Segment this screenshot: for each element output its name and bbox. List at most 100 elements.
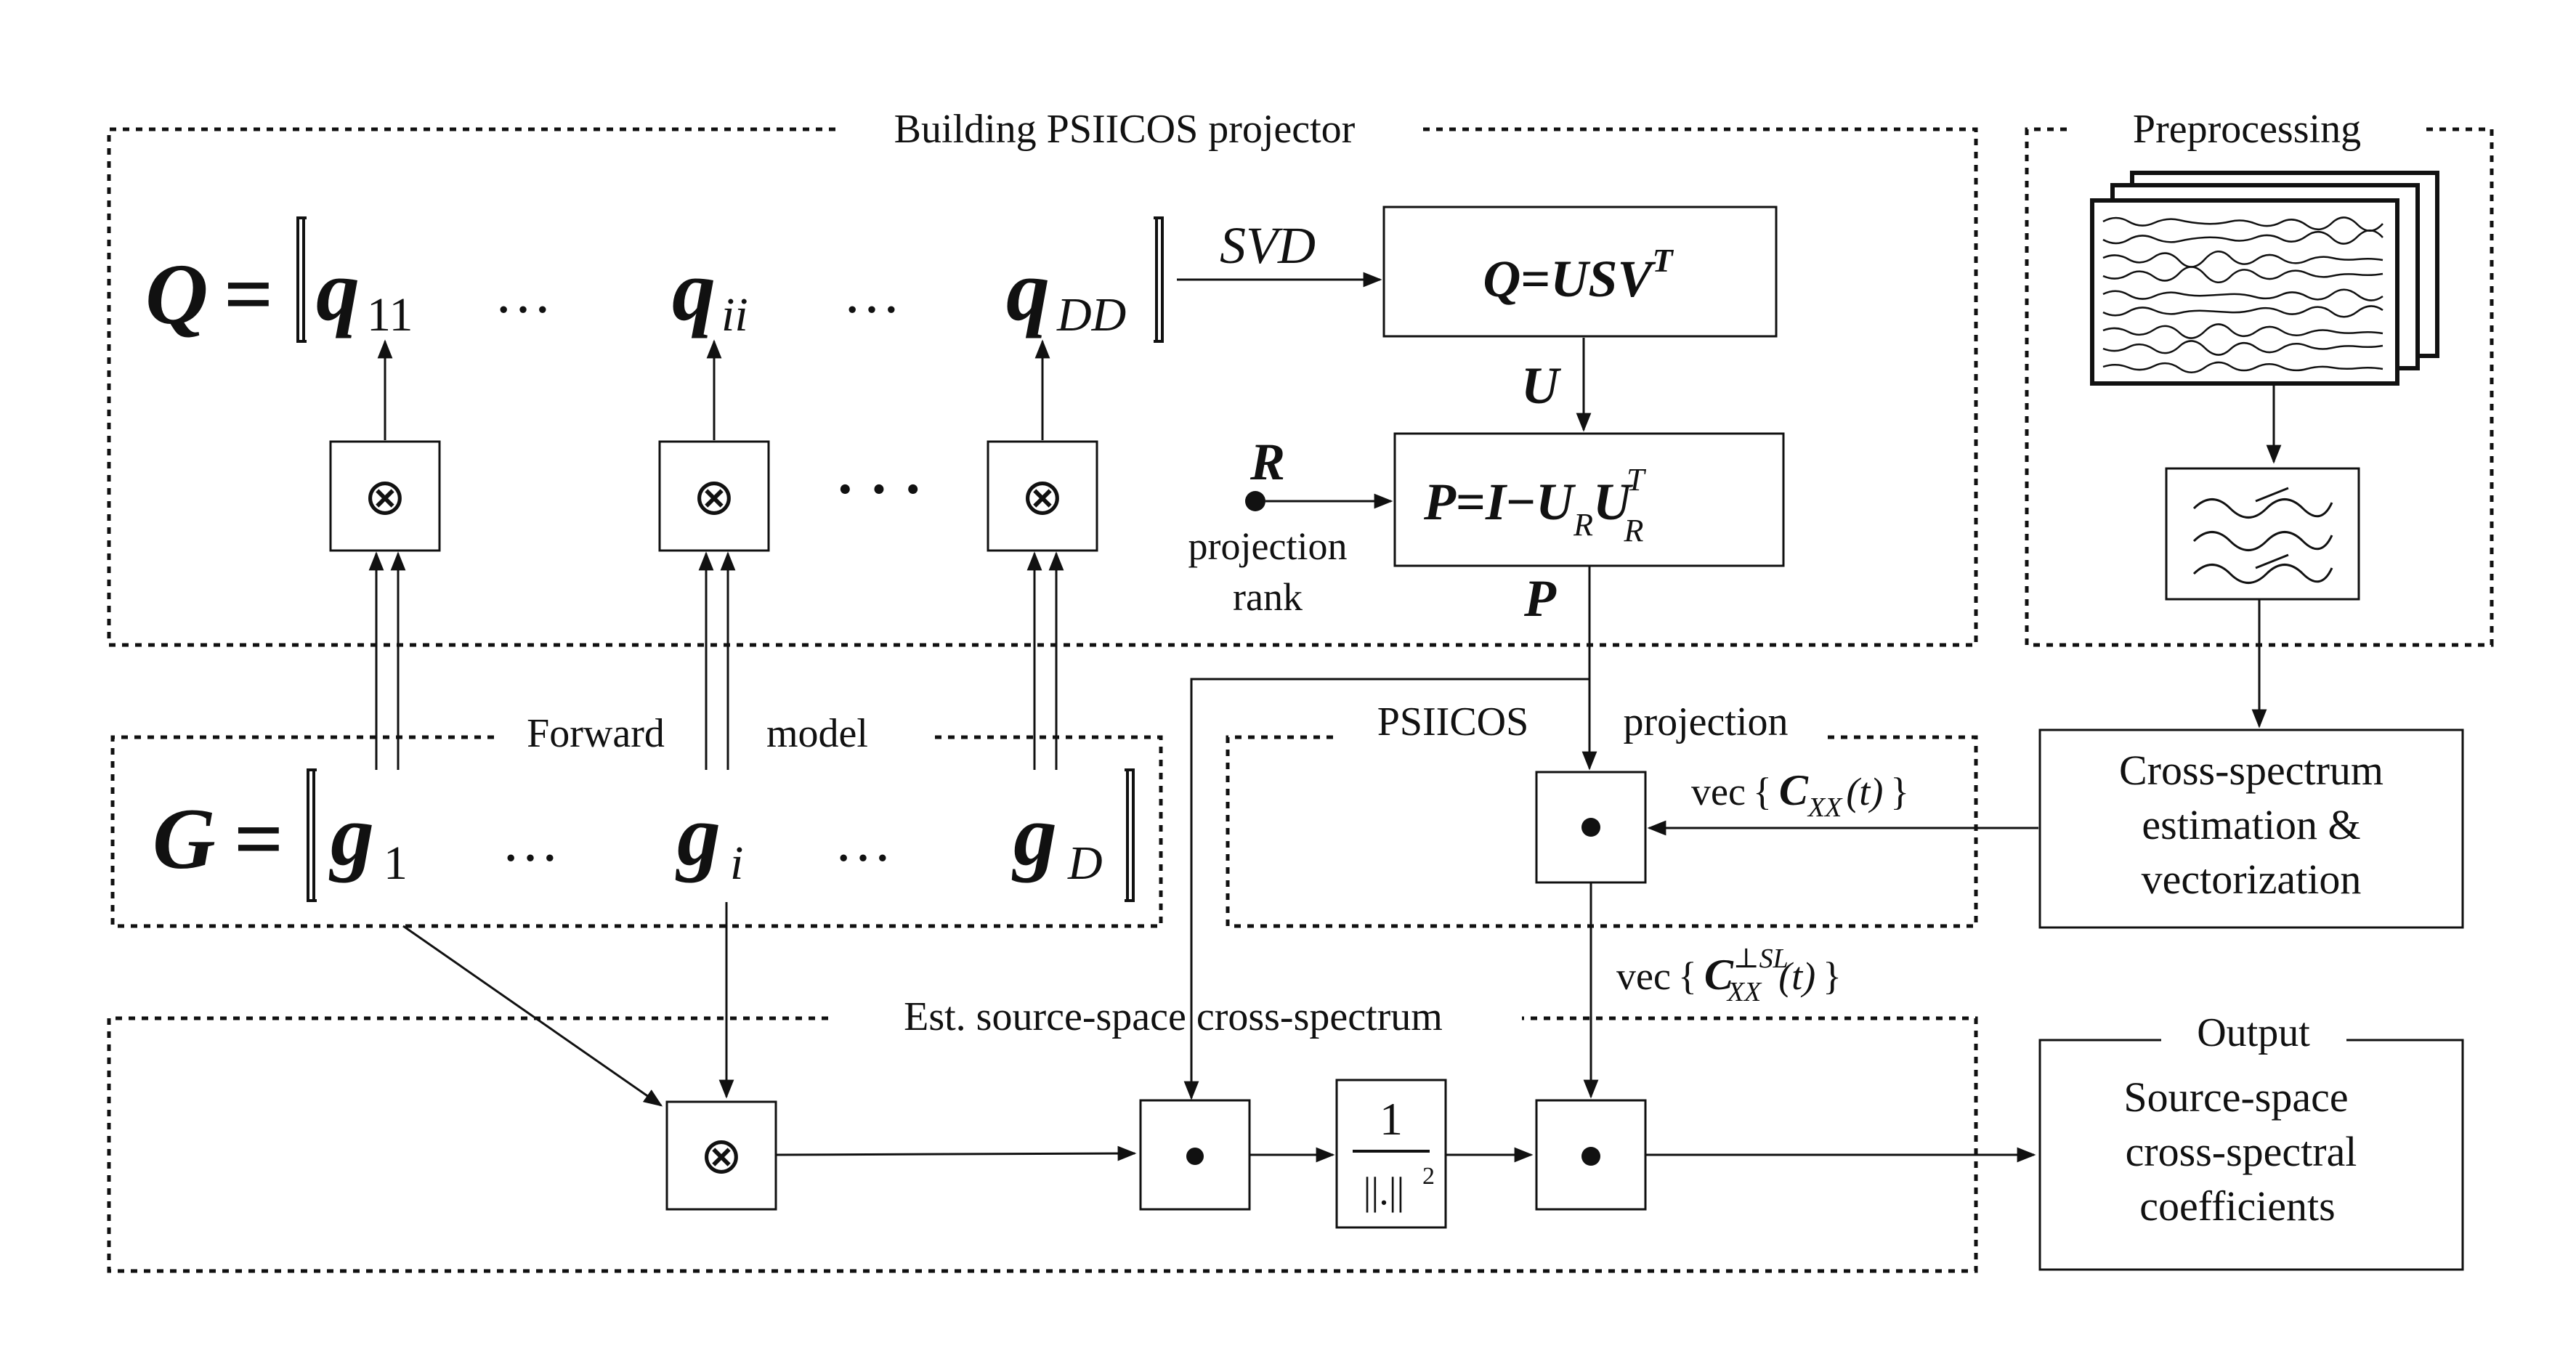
g-matrix-equation: G = g 1 … g i … g D (153, 768, 1135, 902)
rank-label-line1: projection (1188, 524, 1348, 568)
norm-numerator: 1 (1380, 1093, 1403, 1145)
q-dots-1: … (494, 261, 552, 325)
g-right-bracket (1125, 768, 1135, 902)
dot-product-icon (1581, 818, 1600, 837)
g-element-1: g (328, 787, 374, 883)
cross-spectrum-line1: Cross-spectrum (2119, 747, 2383, 794)
arrow-g1-to-source-kron (402, 925, 663, 1107)
dot-product-icon (1186, 1148, 1204, 1165)
vec-cxx-c: C (1779, 766, 1809, 814)
q-right-bracket (1154, 216, 1164, 343)
kron-box-i: ⊗ (658, 440, 770, 552)
kron-middle-dots: · · · (835, 458, 923, 521)
section-est-source-frame (107, 1016, 1978, 1273)
vec-cxx-arg: (t) (1846, 770, 1883, 813)
g-dots-1: … (501, 810, 559, 874)
section-building-frame (107, 127, 1978, 647)
g-dots-2: … (834, 810, 892, 874)
g-element-d-sub: D (1067, 837, 1103, 890)
g-equals: = (234, 790, 283, 887)
normalization-box: 1 ||.|| 2 (1335, 1079, 1447, 1229)
p-i: I (1485, 473, 1508, 531)
cross-spectrum-line3: vectorization (2142, 856, 2362, 903)
kron-box-d: ⊗ (987, 440, 1098, 552)
p-u1: U (1536, 473, 1576, 531)
q-element-11: q (316, 242, 360, 338)
svd-t: T (1652, 242, 1674, 279)
section-title-building: Building PSIICOS projector (894, 107, 1356, 152)
p-r2: R (1623, 513, 1643, 548)
source-kron-box: ⊗ (665, 1100, 777, 1211)
vec-cxx-lbrace: { (1753, 770, 1772, 813)
vec-cxx-label: vec{CXX(t)} (1691, 766, 1909, 823)
section-title-preprocessing: Preprocessing (2133, 107, 2361, 152)
p-r1: R (1573, 507, 1593, 543)
rank-r-label: R (1249, 433, 1285, 491)
svd-label: SVD (1220, 216, 1316, 275)
double-arrow-gd-to-kron (1026, 551, 1064, 770)
q-dots-2: … (843, 261, 901, 325)
vec-cperp-lbrace: { (1678, 954, 1697, 998)
p-p: P (1423, 473, 1457, 531)
arrow-kron-to-source-dot (775, 1145, 1137, 1161)
output-box: Output Source-space cross-spectral coeff… (2038, 1010, 2464, 1271)
section-title-projection: projection (1623, 699, 1788, 744)
g-left-bracket (307, 768, 317, 902)
output-title: Output (2197, 1010, 2310, 1055)
q-element-ii: q (672, 242, 716, 338)
p-t: T (1627, 462, 1647, 498)
norm-power: 2 (1422, 1163, 1435, 1190)
q-equals: = (224, 245, 273, 342)
svd-eq: = (1520, 250, 1550, 308)
p-label: P (1523, 569, 1557, 628)
g-symbol: G (153, 790, 216, 887)
otimes-icon: ⊗ (693, 467, 736, 527)
q-element-dd-sub: DD (1056, 288, 1126, 341)
section-title-psiicos: PSIICOS (1377, 699, 1529, 744)
kron-box-1: ⊗ (329, 440, 441, 552)
svd-usv: USV (1550, 250, 1656, 308)
q-symbol: Q (145, 245, 208, 342)
p-minus: − (1506, 473, 1536, 531)
q-element-11-sub: 11 (367, 288, 413, 341)
q-element-ii-sub: ii (721, 288, 748, 341)
svg-text:Q=USVT: Q=USVT (1483, 242, 1674, 308)
q-left-bracket (296, 216, 307, 343)
source-dot-box (1139, 1099, 1251, 1211)
g-element-i: g (675, 787, 721, 883)
final-dot-box (1535, 1099, 1647, 1211)
g-element-d: g (1011, 787, 1057, 883)
p-u2: U (1593, 473, 1634, 531)
output-line3: coefficients (2139, 1182, 2335, 1230)
section-title-forward: Forward (527, 711, 665, 756)
section-title-model: model (766, 711, 868, 756)
projection-dot-box (1535, 771, 1647, 884)
output-line1: Source-space (2123, 1073, 2348, 1121)
section-forward-frame (110, 735, 1163, 928)
q-matrix-equation: Q = q 11 … q ii … q DD (145, 216, 1164, 343)
section-title-est-source: Est. source-space cross-spectrum (904, 994, 1443, 1039)
double-arrow-gi-to-kron (698, 551, 736, 770)
norm-denominator: ||.|| (1364, 1169, 1405, 1213)
u-label: U (1521, 357, 1562, 415)
rank-label-line2: rank (1233, 575, 1303, 619)
output-line2: cross-spectral (2126, 1128, 2357, 1175)
vec-cperp-sub: XX (1726, 977, 1762, 1007)
vec-cxx-vec: vec (1691, 770, 1746, 813)
vec-cperp-rbrace: } (1823, 954, 1842, 998)
svd-q: Q (1483, 250, 1520, 308)
vec-cxx-sub: XX (1807, 792, 1843, 823)
arrow-p-to-source-dot (1183, 678, 1589, 1100)
rank-dot (1245, 491, 1265, 511)
g-element-1-sub: 1 (384, 837, 408, 890)
otimes-icon: ⊗ (1021, 467, 1064, 527)
vec-cperp-vec: vec (1616, 954, 1671, 998)
vec-cxx-rbrace: } (1890, 770, 1909, 813)
cross-spectrum-line2: estimation & (2142, 801, 2360, 848)
p-eq: = (1456, 473, 1486, 531)
cross-spectrum-box: Cross-spectrum estimation & vectorizatio… (2038, 728, 2464, 929)
